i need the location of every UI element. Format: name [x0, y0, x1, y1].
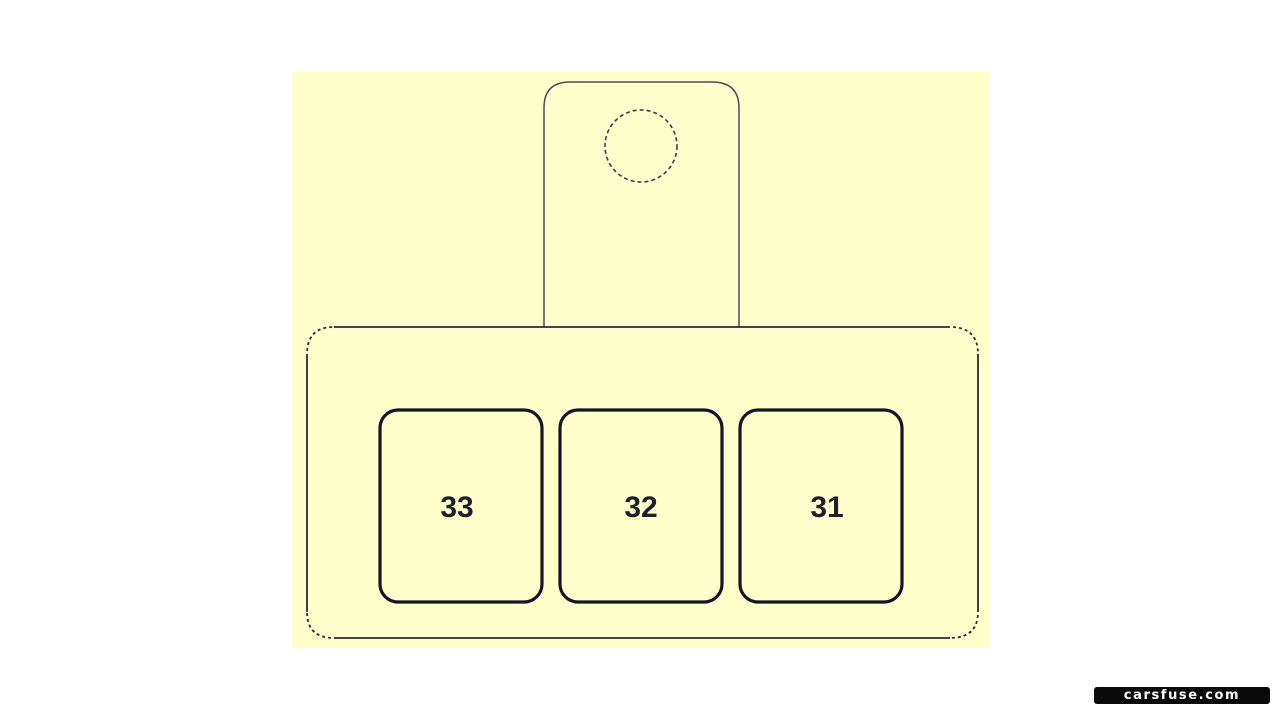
diagram-panel — [292, 72, 989, 648]
watermark-badge: carsfuse.com — [1094, 687, 1270, 704]
mounting-hole — [604, 109, 678, 183]
relay-box — [378, 408, 544, 604]
relay-box — [558, 408, 724, 604]
relay-slot-31: 31 — [738, 408, 904, 604]
housing-dashed-corners — [305, 325, 980, 640]
housing-outline — [306, 326, 979, 639]
relay-slot-33: 33 — [378, 408, 544, 604]
relay-box — [738, 408, 904, 604]
relay-label: 31 — [810, 491, 843, 524]
relay-slot-32: 32 — [558, 408, 724, 604]
relay-label: 32 — [624, 491, 657, 524]
relay-label: 33 — [440, 491, 473, 524]
mounting-tab-outline — [543, 81, 740, 327]
